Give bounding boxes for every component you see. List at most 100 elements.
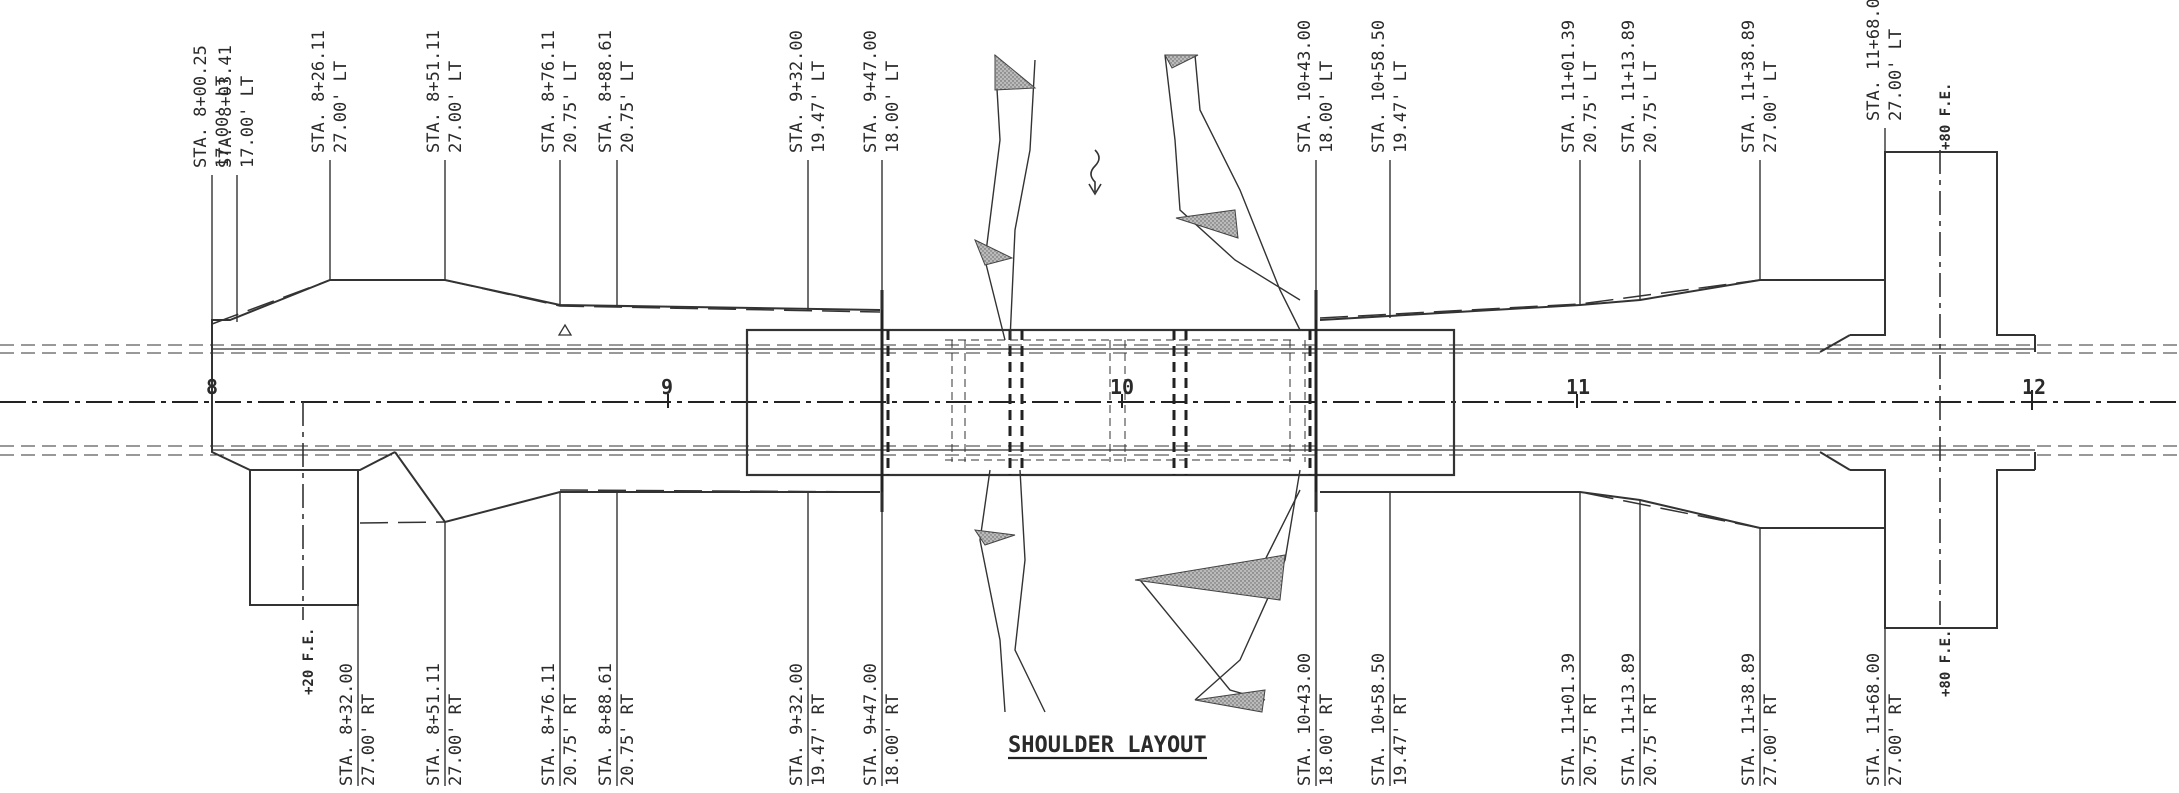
callout-offset-text: 20.75' RT [1581, 694, 1601, 786]
callout-station-text: STA. 11+01.39 [1559, 653, 1579, 786]
station-number-12: 12 [2022, 375, 2046, 399]
callout-station-text: STA. 8+26.11 [309, 30, 329, 153]
callout-station-text: STA. 11+01.39 [1559, 20, 1579, 153]
fe-label-right-top: +80 F.E. [1938, 83, 1954, 150]
triangle-marker-icon [557, 323, 573, 336]
callout-offset-text: 27.00' LT [331, 61, 351, 153]
callout-station-text: STA. 8+32.00 [337, 663, 357, 786]
callout-station-text: STA. 8+51.11 [424, 663, 444, 786]
callout-station-text: STA. 9+32.00 [787, 663, 807, 786]
callout-station-text: STA. 11+68.00 [1864, 653, 1884, 786]
callout-offset-text: 27.00' RT [1886, 694, 1906, 786]
fe-label-right-bottom: +80 F.E. [1938, 630, 1954, 697]
callout-offset-text: 20.75' RT [618, 694, 638, 786]
callout-offset-text: 20.75' LT [1581, 61, 1601, 153]
callout-station-text: STA. 8+03.41 [216, 45, 236, 168]
callout-offset-text: 19.47' RT [1391, 694, 1411, 786]
callout-offset-text: 19.47' LT [1391, 61, 1411, 153]
callout-station-text: STA. 9+47.00 [861, 30, 881, 153]
callout-offset-text: 27.00' LT [1886, 29, 1906, 121]
station-number-10: 10 [1110, 375, 1134, 399]
callout-offset-text: 19.47' RT [809, 694, 829, 786]
callout-offset-text: 18.00' RT [883, 694, 903, 786]
callout-station-text: STA. 10+43.00 [1295, 653, 1315, 786]
callout-offset-text: 18.00' LT [1317, 61, 1337, 153]
callout-offset-text: 20.75' LT [1641, 61, 1661, 153]
callout-offset-text: 18.00' RT [1317, 694, 1337, 786]
callout-offset-text: 20.75' LT [618, 61, 638, 153]
flow-arrow-icon [1088, 149, 1102, 196]
slope-hatching [973, 53, 1286, 713]
callout-offset-text: 27.00' RT [446, 694, 466, 786]
callout-offset-text: 20.75' LT [561, 61, 581, 153]
shoulder-outline [211, 279, 1885, 529]
callout-offset-text: 27.00' RT [1761, 694, 1781, 786]
callout-station-text: STA. 10+43.00 [1295, 20, 1315, 153]
callout-station-text: STA. 10+58.50 [1369, 20, 1389, 153]
callout-offset-text: 19.47' LT [809, 61, 829, 153]
right-turnouts [1819, 150, 2036, 630]
callout-offset-text: 27.00' LT [1761, 61, 1781, 153]
callout-station-text: STA. 9+32.00 [787, 30, 807, 153]
callout-station-text: STA. 10+58.50 [1369, 653, 1389, 786]
bridge-deck [745, 328, 1456, 477]
callout-station-text: STA. 8+76.11 [539, 663, 559, 786]
drawing-title: SHOULDER LAYOUT [1008, 733, 1207, 760]
callout-station-text: STA. 9+47.00 [861, 663, 881, 786]
callout-station-text: STA. 8+88.61 [596, 30, 616, 153]
callout-station-text: STA. 11+13.89 [1619, 653, 1639, 786]
station-number-9: 9 [661, 375, 673, 399]
station-number-8: 8 [206, 375, 218, 399]
pavement-edge-lines [0, 344, 2179, 456]
callout-station-text: STA. 8+00.25 [191, 45, 211, 168]
callout-station-text: STA. 11+38.89 [1739, 653, 1759, 786]
fe-label-left: +20 F.E. [301, 628, 317, 695]
callout-offset-text: 27.00' LT [446, 61, 466, 153]
callout-station-text: STA. 8+88.61 [596, 663, 616, 786]
bridge-interior-dashed [945, 339, 1306, 462]
callout-station-text: STA. 11+38.89 [1739, 20, 1759, 153]
callout-station-text: STA. 11+68.00 [1864, 0, 1884, 121]
callout-offset-text: 27.00' RT [359, 694, 379, 786]
bridge-bents [880, 290, 1318, 512]
callout-offset-text: 20.75' RT [1641, 694, 1661, 786]
title-text: SHOULDER LAYOUT [1008, 733, 1207, 758]
creek-banks [979, 54, 1301, 713]
callout-offset-text: 17.00' LT [213, 76, 233, 168]
station-numbers: 8 9 10 11 12 [206, 375, 2046, 399]
callout-station-text: STA. 8+51.11 [424, 30, 444, 153]
left-turnout [249, 470, 359, 606]
callout-offset-text: 20.75' RT [561, 694, 581, 786]
callout-offset-text: 17.00' LT [238, 76, 258, 168]
taper-dashed-lines [211, 279, 1885, 529]
